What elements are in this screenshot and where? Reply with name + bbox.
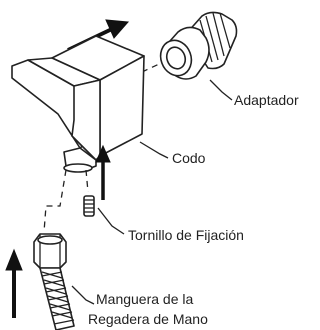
elbow-part (11, 35, 145, 173)
leader-hose (71, 285, 95, 305)
alignment-line-hose (43, 169, 67, 233)
hose-part (33, 233, 75, 330)
label-adapter: Adaptador (234, 92, 299, 108)
leader-adapter (209, 79, 233, 101)
adapter-part (159, 11, 238, 80)
leader-set-screw (97, 207, 125, 235)
set-screw-part (83, 195, 95, 217)
leader-elbow (139, 141, 169, 159)
label-set-screw: Tornillo de Fijación (128, 227, 244, 243)
set-screw-arrow-icon (95, 144, 111, 200)
label-hose-line2: Regadera de Mano (88, 311, 208, 327)
label-hose-line1: Manguera de la (96, 291, 194, 307)
alignment-line-screw (85, 169, 89, 193)
label-elbow: Codo (172, 150, 206, 166)
hose-arrow-icon (5, 248, 23, 318)
